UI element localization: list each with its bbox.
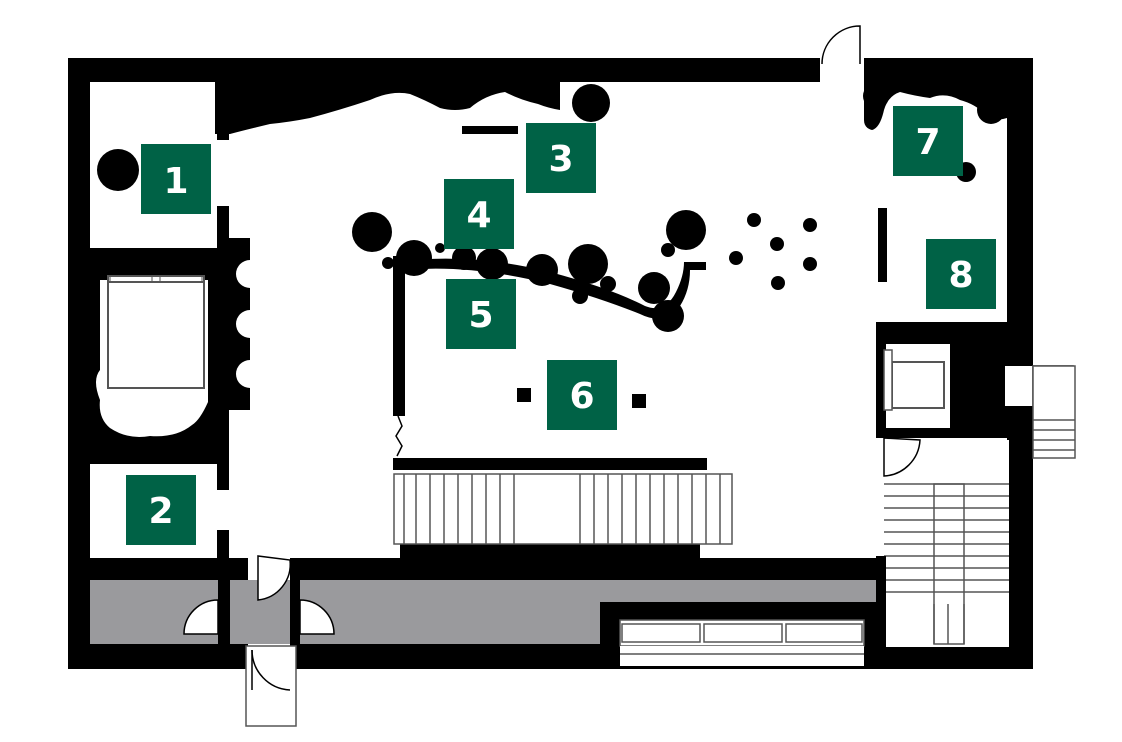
room-badge-1[interactable]: 1	[141, 144, 211, 214]
top-door-swing	[821, 25, 861, 65]
room-label-2: 2	[148, 491, 173, 532]
pillar-right	[632, 394, 646, 408]
bedroom-right-floor	[250, 230, 270, 420]
room2-door-gap	[215, 490, 231, 530]
room-label-3: 3	[548, 139, 573, 180]
room-label-7: 7	[915, 122, 940, 163]
tree-4e	[526, 254, 558, 286]
interior-staircase	[884, 483, 1009, 645]
bed-pillow-right	[159, 275, 203, 283]
wall-staircase-left	[876, 556, 886, 668]
room-label-8: 8	[948, 255, 973, 296]
tree-4i	[652, 300, 684, 332]
step-edge	[393, 458, 707, 470]
entrance-door-swing-top	[257, 555, 291, 601]
exterior-stairs-right	[1032, 365, 1076, 459]
tree-4m	[382, 257, 394, 269]
room-badge-4[interactable]: 4	[444, 179, 514, 249]
wall-bedroom-bottom	[90, 440, 228, 464]
tree-4g	[666, 210, 706, 250]
bottom-entrance-opening	[245, 645, 297, 727]
room-badge-3[interactable]: 3	[526, 123, 596, 193]
top-foliage	[215, 82, 560, 134]
tree-room7-b	[977, 96, 1005, 124]
door-swing-left	[183, 599, 219, 635]
tree-4f	[568, 244, 608, 284]
tree-4j	[600, 276, 616, 292]
wall-room1-bottom	[90, 248, 228, 266]
lift-cabin	[891, 361, 945, 409]
lift-door-swing	[883, 437, 921, 477]
room7-foliage	[864, 82, 1007, 130]
room-badge-7[interactable]: 7	[893, 106, 963, 176]
room-badge-5[interactable]: 5	[446, 279, 516, 349]
bed	[107, 275, 205, 389]
tree-4d	[476, 248, 508, 280]
door-swing-right	[299, 599, 335, 635]
wall-crack	[395, 415, 403, 457]
lift-door	[883, 349, 893, 411]
tree-4k	[572, 288, 588, 304]
bench-floor-gap	[620, 646, 864, 666]
tree-branch	[395, 258, 706, 319]
tiered-seating	[393, 473, 733, 545]
wall-corridor-divider	[218, 558, 230, 648]
room-label-6: 6	[569, 376, 594, 417]
tree-top-3	[572, 84, 610, 122]
bed-pillow-left	[109, 275, 153, 283]
window-bench	[619, 619, 865, 647]
tree-4n	[435, 243, 445, 253]
room1-door-gap	[215, 140, 231, 206]
tree-4h	[638, 272, 670, 304]
room-label-1: 1	[163, 161, 188, 202]
wall-corridor-divider-2	[290, 558, 300, 648]
scattered-dots	[729, 213, 817, 290]
partition-room8	[878, 208, 887, 282]
tree-4c	[452, 246, 476, 270]
room-label-4: 4	[466, 195, 491, 236]
right-door-gap	[1005, 366, 1037, 406]
wall-room5-left	[393, 256, 405, 416]
tree-room1	[97, 149, 139, 191]
tree-room7-a	[863, 83, 889, 109]
room-badge-8[interactable]: 8	[926, 239, 996, 309]
tree-4l	[661, 243, 675, 257]
bench-room3	[462, 126, 518, 134]
room-badge-2[interactable]: 2	[126, 475, 196, 545]
tree-4a	[352, 212, 392, 252]
wall-corridor-top	[90, 558, 876, 580]
room-badge-6[interactable]: 6	[547, 360, 617, 430]
tree-4b	[396, 240, 432, 276]
pillar-left	[517, 388, 531, 402]
room-label-5: 5	[468, 295, 493, 336]
